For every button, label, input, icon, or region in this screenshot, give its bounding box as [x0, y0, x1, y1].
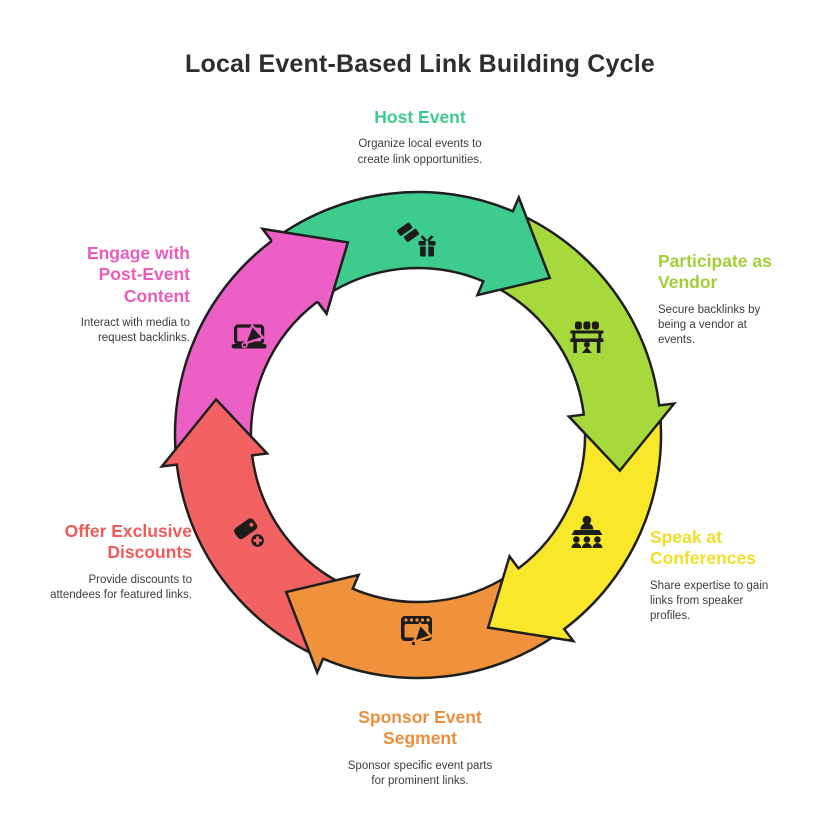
laptop-megaphone-icon — [231, 323, 267, 349]
step-label-sponsor-event-segment: Sponsor Event Segment Sponsor specific e… — [320, 707, 520, 789]
step-description: Sponsor specific event parts for promine… — [347, 759, 493, 787]
step-label-offer-exclusive-discounts: Offer Exclusive Discounts Provide discou… — [48, 521, 192, 603]
step-title: Engage with Post-Event Content — [86, 243, 190, 306]
step-title: Host Event — [374, 107, 466, 127]
step-description: Secure backlinks by being a vendor at ev… — [658, 303, 761, 347]
step-description: Organize local events to create link opp… — [357, 138, 483, 166]
discount-tag-icon — [234, 518, 267, 550]
segment-engage-with-post-event-content-arrowhead — [262, 229, 348, 314]
speaker-audience-icon — [571, 515, 603, 548]
celebration-gift-icon — [397, 222, 436, 257]
segment-host-event — [273, 190, 552, 302]
vendor-booth-icon — [570, 321, 604, 353]
step-label-engage-with-post-event-content: Engage with Post-Event Content Interact … — [53, 243, 190, 346]
step-description: Share expertise to gain links from speak… — [650, 579, 769, 623]
step-title: Participate as Vendor — [658, 251, 772, 293]
step-label-participate-as-vendor: Participate as Vendor Secure backlinks b… — [658, 251, 780, 348]
step-title: Sponsor Event Segment — [358, 707, 482, 749]
step-label-speak-at-conferences: Speak at Conferences Share expertise to … — [650, 527, 782, 624]
segment-engage-with-post-event-content-arrowhead-outline — [259, 227, 350, 317]
step-title: Speak at Conferences — [650, 527, 757, 569]
step-title: Offer Exclusive Discounts — [64, 521, 192, 563]
step-label-host-event: Host Event Organize local events to crea… — [318, 107, 522, 168]
step-description: Interact with media to request backlinks… — [80, 317, 190, 345]
video-promo-icon — [401, 616, 434, 647]
step-description: Provide discounts to attendees for featu… — [50, 573, 192, 601]
page-title: Local Event-Based Link Building Cycle — [185, 50, 655, 78]
